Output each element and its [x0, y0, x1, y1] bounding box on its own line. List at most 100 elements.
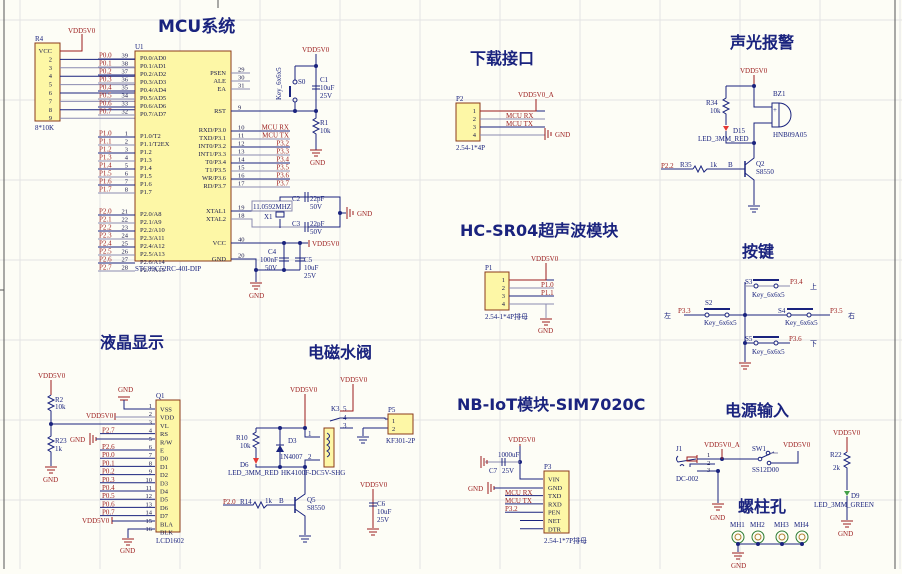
net-label-P2-1: P2.1: [99, 216, 112, 224]
wire: [519, 446, 543, 480]
crystal-circuit[interactable]: 11.0592MHZ X1 C2 22pF 50V C3 22pF 50V GN…: [231, 192, 372, 236]
net-label-gnd: GND: [43, 476, 58, 484]
u1-pin-name: EA: [217, 86, 226, 93]
junction: [278, 465, 282, 469]
gnd-symbol: [118, 396, 130, 401]
net-label-mcu-rx: MCU RX: [262, 124, 289, 132]
lcd-pin-name: E: [160, 448, 164, 455]
u1-pin-number: 30: [238, 75, 245, 82]
net-label-P2-6: P2.6: [99, 256, 112, 264]
c5-value: 10uF: [304, 264, 319, 272]
pin-number: 1: [502, 277, 505, 284]
decoupling-circuit[interactable]: VDD5V0 C4 100nF 50V C5 10uF 25V GND: [231, 240, 340, 300]
x1-crystal: [275, 211, 285, 218]
net-label-mcu-tx: MCU TX: [505, 497, 532, 505]
junction: [338, 211, 342, 215]
junction: [254, 268, 258, 272]
section-title-power: 电源输入: [725, 401, 789, 420]
switch-contact: [292, 79, 298, 85]
key-s4[interactable]: S4 Key_6x6x5 P3.5 右: [778, 307, 855, 327]
r1-resistor: [311, 111, 321, 150]
u1-pin-name: P1.6: [140, 181, 152, 188]
u1-pin-name: P2.2/A10: [140, 227, 165, 234]
net-label-gnd: GND: [710, 514, 725, 522]
u1-pin-number: 38: [122, 61, 129, 68]
p1-ref: P1: [485, 264, 493, 272]
d15-ref: D15: [733, 127, 746, 135]
c2-value: 22pF: [310, 195, 325, 203]
net-label-vdd: VDD5V0: [531, 255, 559, 263]
net-label-p3-7: P3.7: [276, 180, 289, 188]
net-label-gnd: GND: [357, 210, 372, 218]
gnd-symbol: [45, 466, 57, 474]
net-label-vdd: VDD5V0: [38, 372, 66, 380]
lcd-pin-name: D6: [160, 505, 169, 512]
power-input-circuit[interactable]: J1 1 2 3 DC-002 GND VDD5V0_A SW1 VDD5V0 …: [676, 429, 874, 538]
r4-pin-label: 3: [49, 65, 52, 72]
alarm-circuit[interactable]: VDD5V0 R34 10k D15 LED_3MM_RED + BZ1 HNB…: [661, 67, 807, 213]
r1-value: 10k: [320, 127, 331, 135]
gnd-symbol: [299, 535, 311, 543]
section-title-lcd: 液晶显示: [100, 333, 164, 352]
p5-pin-2: 2: [392, 426, 395, 433]
junction: [303, 426, 307, 430]
keys-circuit[interactable]: 左 P3.3 S2 Key_6x6x5 S3 Key_6x6x5 P3.4 上 …: [664, 278, 855, 370]
reset-circuit[interactable]: VDD5V0 Key_6x6x5 S0 C1 10uF 25V R1 10k G…: [231, 46, 335, 167]
s2-ref: S2: [705, 299, 713, 307]
d6-part: LED_3MM_RED: [228, 469, 279, 477]
net-label-P0-5: P0.5: [102, 492, 115, 500]
net-label-P2-4: P2.4: [99, 240, 112, 248]
s5-ref: S5: [745, 335, 753, 343]
switch-contact: [704, 312, 710, 318]
u1-pin-number: 14: [238, 157, 245, 164]
wire: [509, 263, 547, 281]
r35-value: 1k: [710, 161, 718, 169]
s5-part: Key_6x6x5: [752, 348, 785, 356]
key-label-down: 下: [810, 340, 817, 348]
s2-part: Key_6x6x5: [704, 319, 737, 327]
key-s5[interactable]: S5 Key_6x6x5 P3.6 下: [745, 335, 817, 356]
u1-pin-number: 17: [238, 181, 245, 188]
r22-value: 2k: [833, 464, 841, 472]
p3-pin-name: RXD: [548, 501, 562, 508]
u1-pin-number: 6: [125, 171, 129, 178]
bz1-ref: BZ1: [773, 90, 786, 98]
lcd-pin-number: 6: [149, 444, 153, 451]
section-title-keys: 按键: [742, 242, 774, 261]
j1-ref: J1: [676, 445, 683, 453]
key-label-right: 右: [848, 311, 855, 320]
c6-value: 10uF: [377, 508, 392, 516]
net-label-gnd: GND: [538, 327, 553, 335]
s4-part: Key_6x6x5: [785, 319, 818, 327]
r4-value: 8*10K: [35, 124, 54, 132]
key-s2[interactable]: S2 Key_6x6x5: [704, 299, 737, 327]
relay-pin-2: 2: [308, 453, 312, 461]
nbiot-circuit[interactable]: VDD5V0 1000uF C7 25V P3 VINGNDTXDRXDPENN…: [468, 436, 587, 545]
p3-pin-name: TXD: [548, 493, 562, 500]
u1-pin-number: 32: [122, 109, 129, 116]
u1-pin-number: 26: [122, 249, 129, 256]
wire: [279, 196, 310, 201]
net-label-P1-6: P1.6: [99, 178, 112, 186]
lcd-pin-name: D4: [160, 489, 169, 496]
u1-pin-name: T0/P3.4: [205, 159, 227, 166]
wire: [753, 122, 772, 143]
u1-ref: U1: [135, 43, 144, 51]
wire: [480, 99, 537, 112]
q5-part: S8550: [307, 504, 325, 512]
mounting-hole-icon: [751, 530, 765, 546]
lcd-pin-name: D5: [160, 497, 168, 504]
valve-circuit[interactable]: VDD5V0 R10 10k D6 LED_3MM_RED D3 1N4007 …: [223, 376, 415, 543]
switch-contact: [724, 312, 730, 318]
u1-pin-number: 2: [125, 139, 128, 146]
u1-pin-name: P0.5/AD5: [140, 95, 166, 102]
key-s3[interactable]: S3 Key_6x6x5 P3.4 上: [745, 278, 817, 299]
